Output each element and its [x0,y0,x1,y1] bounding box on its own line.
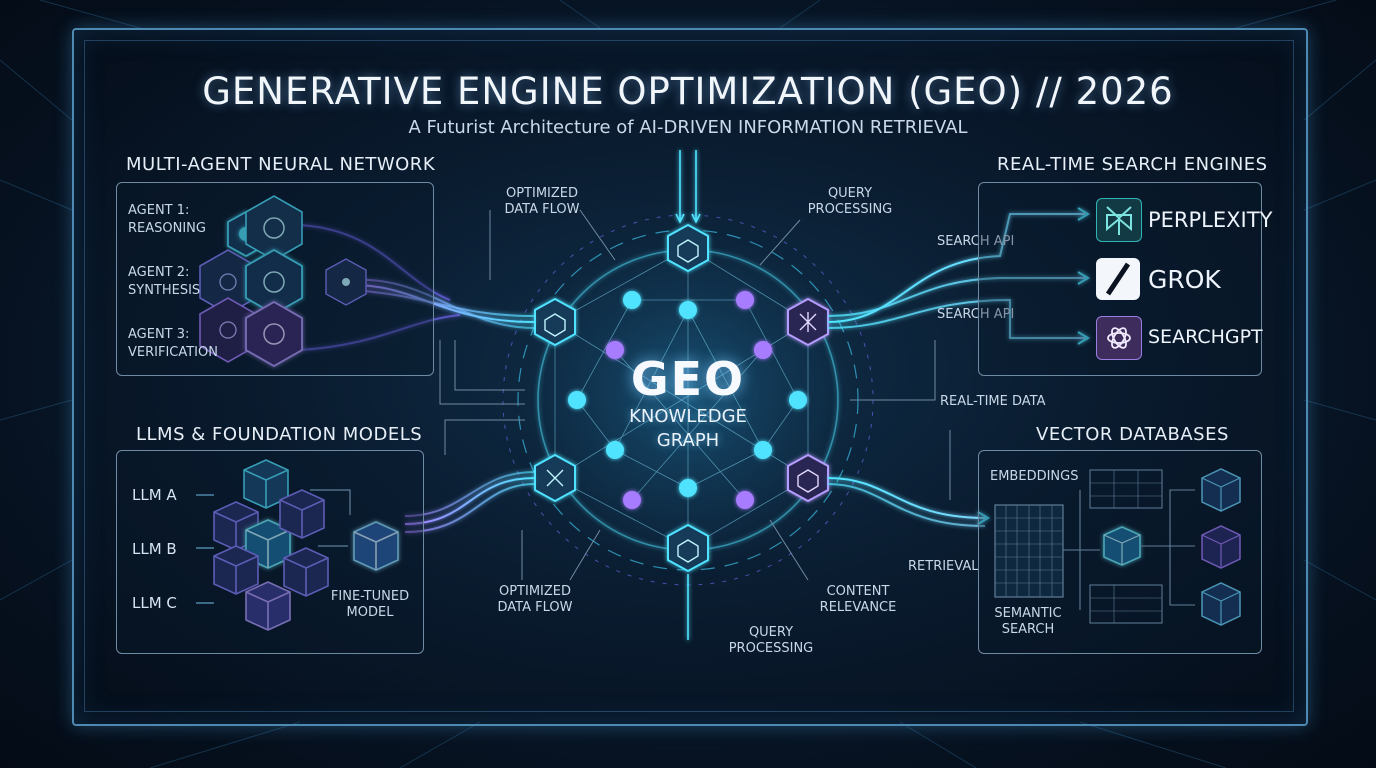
agent-1-name: AGENT 1: [128,203,190,218]
agent-1-label: AGENT 1: REASONING [128,202,206,238]
hub-hexagon-left-bottom [534,453,576,503]
connector-lines [439,209,951,581]
grok-icon [1105,262,1131,296]
llm-c-label: LLM C [132,594,177,612]
search-api-label-1: SEARCH API [937,234,1015,249]
graph-node [679,479,697,497]
fine-tuned-cube [353,521,399,571]
llm-a-label: LLM A [132,486,177,504]
page-title: GENERATIVE ENGINE OPTIMIZATION (GEO) // … [202,70,1174,113]
multi-agent-title: MULTI-AGENT NEURAL NETWORK [126,154,436,175]
cube [243,459,289,509]
engine-searchgpt: SEARCHGPT [1148,326,1263,348]
graph-node [679,301,697,319]
optimized-flow-top-line2: DATA FLOW [504,202,580,217]
hub-hexagon-right-bottom [787,453,829,503]
perplexity-logo [1096,198,1142,242]
semantic-line2: SEARCH [1001,622,1055,637]
fine-tuned-line2: MODEL [346,605,394,620]
graph-node-group [568,291,807,509]
agent-3-name: AGENT 3: [128,327,190,342]
fine-tuned-line1: FINE-TUNED [330,589,410,604]
content-relevance-label: CONTENT RELEVANCE [806,584,910,616]
inner-frame [84,40,1294,712]
optimized-flow-top-line1: OPTIMIZED [505,186,579,201]
graph-node [789,391,807,409]
vector-db-panel [978,450,1262,654]
multi-agent-panel [116,182,434,376]
geo-core-title: GEO [630,352,746,406]
vector-db-graphic [994,468,1241,626]
vector-db-title: VECTOR DATABASES [1036,424,1229,445]
graph-node [623,491,641,509]
graph-node [736,491,754,509]
vertical-flows [675,150,701,640]
geo-core-line2: GRAPH [656,430,720,451]
query-bottom-line2: PROCESSING [728,641,814,656]
graph-node [754,441,772,459]
page-subtitle: A Futurist Architecture of AI-DRIVEN INF… [408,117,968,138]
query-processing-bottom-label: QUERY PROCESSING [716,625,826,657]
embeddings-label: EMBEDDINGS [990,469,1079,484]
hub-hexagon-right-top [787,297,829,347]
graph-node [623,291,641,309]
llm-b-label: LLM B [132,540,177,558]
searchgpt-logo [1096,316,1142,360]
llms-panel [116,450,424,654]
content-line2: RELEVANCE [819,600,897,615]
agent-2-label: AGENT 2: SYNTHESIS [128,264,200,300]
agent-2-role: SYNTHESIS [128,283,201,298]
query-bottom-line1: QUERY [748,625,794,640]
optimized-flow-bottom-line2: DATA FLOW [497,600,573,615]
cube [213,545,259,595]
agent-hexagons [199,195,367,368]
graph-node [606,341,624,359]
llms-title: LLMS & FOUNDATION MODELS [136,424,423,445]
query-top-line2: PROCESSING [807,202,893,217]
graph-node [606,441,624,459]
geo-core-line1: KNOWLEDGE [629,406,747,427]
optimized-flow-bottom-line1: OPTIMIZED [498,584,572,599]
hub-hexagon-top [667,223,709,273]
query-processing-top-label: QUERY PROCESSING [795,186,905,218]
semantic-search-label: SEMANTIC SEARCH [990,606,1066,638]
semantic-line1: SEMANTIC [994,606,1062,621]
agent-2-name: AGENT 2: [128,265,190,280]
hub-hexagons [534,223,829,573]
graph-node [736,291,754,309]
real-time-data-label: REAL-TIME DATA [940,394,1046,409]
openai-icon [1107,327,1131,349]
retrieval-label: RETRIEVAL [908,559,979,574]
query-top-line1: QUERY [827,186,873,201]
vector-flows [827,477,990,527]
agent-1-role: REASONING [128,221,206,236]
search-flows [827,207,1090,345]
engine-perplexity: PERPLEXITY [1148,208,1273,232]
cube [279,489,325,539]
hub-hexagon-left-top [534,297,576,347]
optimized-flow-top-label: OPTIMIZED DATA FLOW [492,186,592,218]
hub-hexagon-bottom [667,523,709,573]
fine-tuned-label: FINE-TUNED MODEL [330,589,410,621]
grok-logo [1096,258,1140,300]
agent-3-role: VERIFICATION [128,345,218,360]
agent-3-label: AGENT 3: VERIFICATION [128,326,218,362]
llm-cubes [196,459,399,631]
outer-frame [72,28,1308,726]
graph-node [568,391,586,409]
content-line1: CONTENT [826,584,890,599]
search-engines-title: REAL-TIME SEARCH ENGINES [997,154,1268,175]
optimized-flow-bottom-label: OPTIMIZED DATA FLOW [485,584,585,616]
engine-grok: GROK [1148,265,1221,294]
graph-node [754,341,772,359]
cube [245,581,291,631]
cube [283,547,329,597]
search-api-label-2: SEARCH API [937,307,1015,322]
perplexity-icon [1106,206,1132,235]
